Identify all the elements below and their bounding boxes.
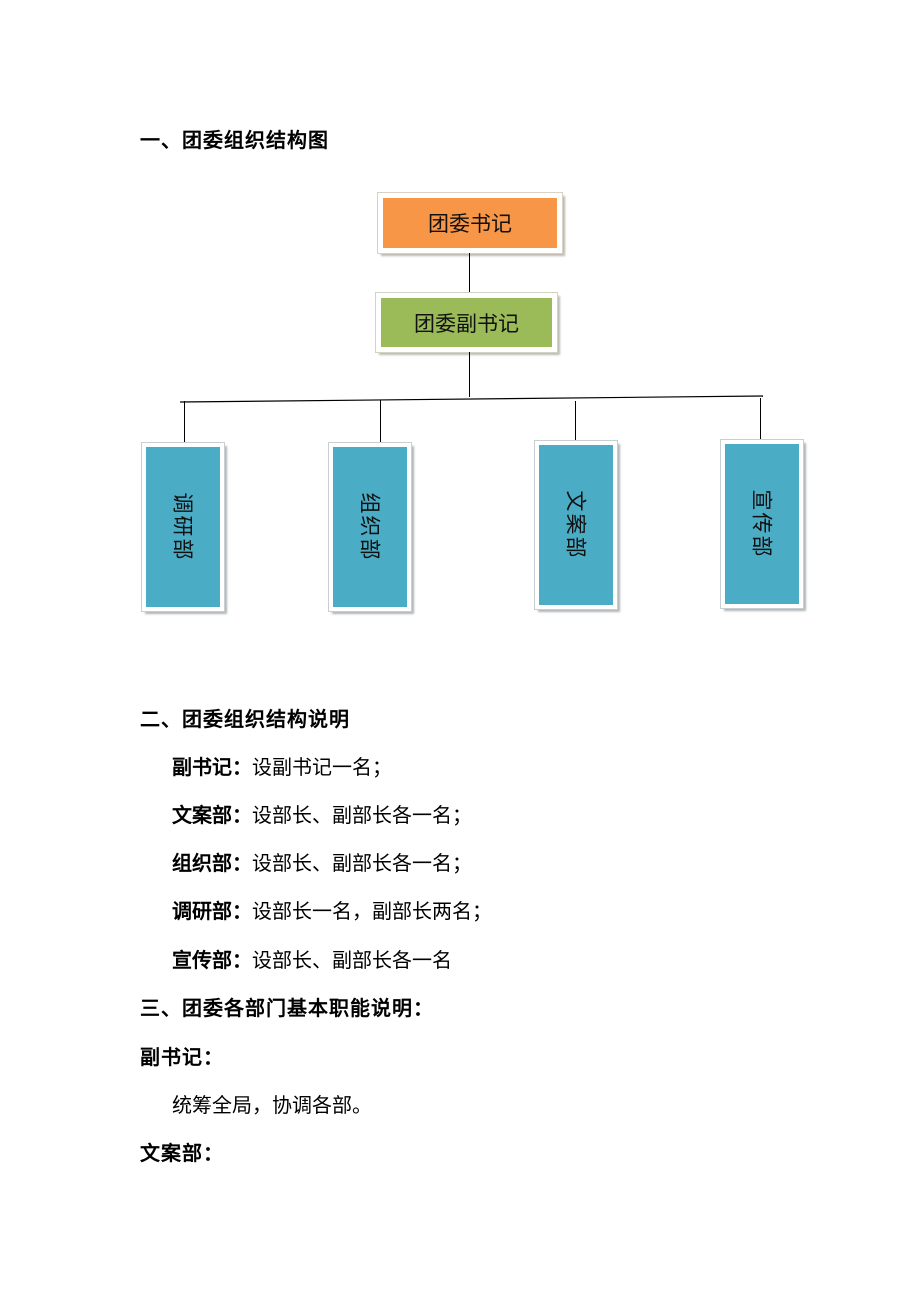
- structure-item: 调研部：设部长一名，副部长两名；: [172, 895, 492, 924]
- section2-title: 二、团委组织结构说明: [140, 707, 350, 731]
- connector-line: [469, 352, 470, 397]
- org-node-deputy-secretary-label: 团委副书记: [414, 311, 519, 336]
- section1-title: 一、团委组织结构图: [140, 128, 329, 152]
- org-node-deputy-secretary: 团委副书记: [375, 292, 558, 353]
- org-node-secretary: 团委书记: [377, 192, 563, 254]
- copywriting-dept-label: 文案部：: [140, 1141, 224, 1165]
- org-node-copywriting-dept-label: 文案部: [563, 490, 587, 560]
- structure-item-term: 文案部：: [172, 803, 252, 827]
- structure-item-term: 宣传部：: [172, 948, 252, 972]
- structure-item-desc: 设部长、副部长各一名；: [252, 851, 472, 875]
- structure-item: 宣传部：设部长、副部长各一名: [172, 944, 452, 973]
- structure-item-term: 调研部：: [172, 899, 252, 923]
- structure-item: 副书记：设副书记一名；: [172, 751, 392, 780]
- structure-item-desc: 设副书记一名；: [252, 755, 392, 779]
- org-node-organization-dept: 组织部: [328, 442, 412, 612]
- org-node-publicity-dept: 宣传部: [720, 439, 804, 609]
- connector-line: [380, 400, 381, 444]
- structure-item-desc: 设部长一名，副部长两名；: [252, 899, 492, 923]
- org-node-publicity-dept-label: 宣传部: [749, 489, 773, 559]
- section3-title: 三、团委各部门基本职能说明：: [140, 996, 434, 1020]
- structure-item: 组织部：设部长、副部长各一名；: [172, 847, 472, 876]
- structure-item-desc: 设部长、副部长各一名: [252, 948, 452, 972]
- connector-line: [469, 253, 470, 293]
- structure-item-desc: 设部长、副部长各一名；: [252, 803, 472, 827]
- connector-line: [575, 401, 576, 443]
- org-node-research-dept-label: 调研部: [170, 492, 194, 562]
- structure-item-term: 组织部：: [172, 851, 252, 875]
- org-node-copywriting-dept: 文案部: [534, 440, 618, 610]
- org-node-organization-dept-label: 组织部: [357, 492, 381, 562]
- structure-item-term: 副书记：: [172, 755, 252, 779]
- deputy-secretary-label: 副书记：: [140, 1045, 224, 1069]
- connector-line: [760, 398, 761, 443]
- connector-line: [184, 401, 185, 444]
- org-node-research-dept: 调研部: [141, 442, 225, 612]
- deputy-secretary-desc: 统筹全局，协调各部。: [172, 1093, 372, 1117]
- connector-branch-line: [180, 395, 764, 403]
- structure-item: 文案部：设部长、副部长各一名；: [172, 799, 472, 828]
- org-node-secretary-label: 团委书记: [428, 212, 512, 236]
